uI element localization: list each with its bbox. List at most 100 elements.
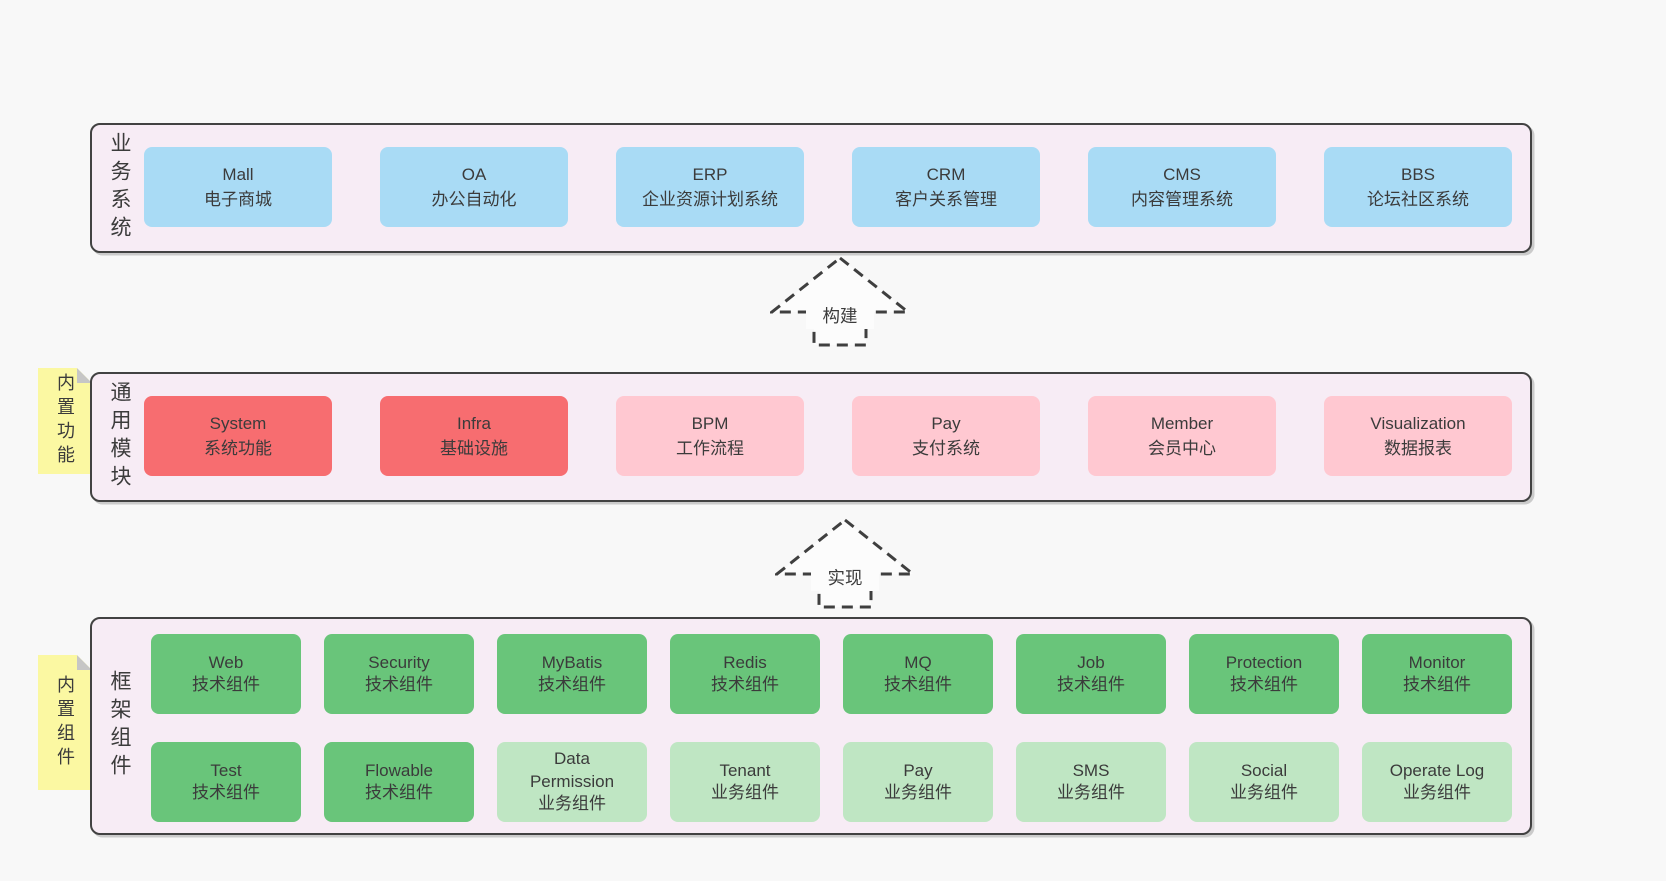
sticky-note-label: 内置功能 <box>55 373 75 469</box>
box-title: SMS <box>1072 760 1110 780</box>
box-title: Protection <box>1225 652 1303 672</box>
box-title: BPM <box>691 413 729 433</box>
box-subtitle: 技术组件 <box>192 675 260 694</box>
box-crm: CRM 客户关系管理 <box>852 147 1040 227</box>
box-protection: Protection 技术组件 <box>1189 634 1339 714</box>
box-subtitle: 技术组件 <box>365 783 433 802</box>
sticky-note-built-in-features: 内置功能 <box>38 368 92 474</box>
sticky-note-label: 内置组件 <box>55 674 75 771</box>
box-pay: Pay 支付系统 <box>852 396 1040 476</box>
box-subtitle: 技术组件 <box>1057 675 1125 694</box>
box-security: Security 技术组件 <box>324 634 474 714</box>
box-title: System <box>209 413 267 433</box>
box-title: Member <box>1150 413 1214 433</box>
box-title: Test <box>210 760 242 780</box>
box-subtitle: 技术组件 <box>711 675 779 694</box>
modules-box-row: System 系统功能 Infra 基础设施 BPM 工作流程 Pay 支付系统… <box>144 396 1512 476</box>
box-mybatis: MyBatis 技术组件 <box>497 634 647 714</box>
box-subtitle: 系统功能 <box>204 439 272 458</box>
layer-common-modules: 通用模块 System 系统功能 Infra 基础设施 BPM 工作流程 Pay… <box>90 372 1532 502</box>
box-subtitle: 技术组件 <box>192 783 260 802</box>
box-title: Social <box>1240 760 1288 780</box>
layer-title: 框架组件 <box>108 670 131 782</box>
layer-framework-components: 框架组件 Web 技术组件 Security 技术组件 MyBatis 技术组件… <box>90 617 1532 835</box>
box-title: CMS <box>1163 164 1201 184</box>
framework-box-row-2: Test 技术组件 Flowable 技术组件 Data Permission … <box>151 742 1512 822</box>
box-title: Job <box>1077 652 1105 672</box>
box-redis: Redis 技术组件 <box>670 634 820 714</box>
box-title: Monitor <box>1408 652 1466 672</box>
box-subtitle: 业务组件 <box>884 783 952 802</box>
box-subtitle: 业务组件 <box>1057 783 1125 802</box>
box-bpm: BPM 工作流程 <box>616 396 804 476</box>
box-flowable: Flowable 技术组件 <box>324 742 474 822</box>
box-title: Flowable <box>364 760 434 780</box>
box-visualization: Visualization 数据报表 <box>1324 396 1512 476</box>
box-social: Social 业务组件 <box>1189 742 1339 822</box>
box-title: Pay <box>931 413 961 433</box>
box-subtitle: 数据报表 <box>1384 439 1452 458</box>
box-subtitle: 业务组件 <box>711 783 779 802</box>
box-title: Pay <box>903 760 933 780</box>
box-title: Visualization <box>1370 413 1466 433</box>
box-operate-log: Operate Log 业务组件 <box>1362 742 1512 822</box>
box-subtitle: 会员中心 <box>1148 439 1216 458</box>
box-subtitle: 电子商城 <box>204 190 272 209</box>
box-job: Job 技术组件 <box>1016 634 1166 714</box>
box-title: Redis <box>723 652 767 672</box>
box-data-permission: Data Permission 业务组件 <box>497 742 647 822</box>
box-tenant: Tenant 业务组件 <box>670 742 820 822</box>
box-subtitle: 客户关系管理 <box>895 190 997 209</box>
box-subtitle: 办公自动化 <box>431 190 517 209</box>
box-mall: Mall 电子商城 <box>144 147 332 227</box>
box-mq: MQ 技术组件 <box>843 634 993 714</box>
box-title: ERP <box>692 164 728 184</box>
up-arrow-implement-icon <box>775 518 915 609</box>
box-title: Data Permission <box>529 749 615 791</box>
box-subtitle: 内容管理系统 <box>1131 190 1233 209</box>
box-title: BBS <box>1400 164 1436 184</box>
arrow-label-implement: 实现 <box>811 564 879 591</box>
layer-business-systems: 业务系统 Mall 电子商城 OA 办公自动化 ERP 企业资源计划系统 CRM… <box>90 123 1532 253</box>
box-title: MyBatis <box>541 652 603 672</box>
box-subtitle: 基础设施 <box>440 439 508 458</box>
layer-title: 业务系统 <box>108 132 131 244</box>
box-subtitle: 技术组件 <box>1403 675 1471 694</box>
box-title: MQ <box>904 652 932 672</box>
box-oa: OA 办公自动化 <box>380 147 568 227</box>
box-subtitle: 技术组件 <box>365 675 433 694</box>
box-subtitle: 技术组件 <box>884 675 952 694</box>
box-test: Test 技术组件 <box>151 742 301 822</box>
box-title: Tenant <box>719 760 771 780</box>
box-subtitle: 企业资源计划系统 <box>642 190 778 209</box>
box-monitor: Monitor 技术组件 <box>1362 634 1512 714</box>
box-pay-business: Pay 业务组件 <box>843 742 993 822</box>
business-box-row: Mall 电子商城 OA 办公自动化 ERP 企业资源计划系统 CRM 客户关系… <box>144 147 1512 227</box>
arrow-label-build: 构建 <box>806 302 874 329</box>
box-cms: CMS 内容管理系统 <box>1088 147 1276 227</box>
box-title: Web <box>208 652 244 672</box>
up-arrow-build-icon <box>770 256 910 347</box>
box-title: Mall <box>222 164 254 184</box>
box-title: OA <box>461 164 487 184</box>
box-subtitle: 支付系统 <box>912 439 980 458</box>
box-title: Operate Log <box>1389 760 1485 780</box>
layer-title: 通用模块 <box>108 381 131 493</box>
framework-box-row-1: Web 技术组件 Security 技术组件 MyBatis 技术组件 Redi… <box>151 634 1512 714</box>
box-sms: SMS 业务组件 <box>1016 742 1166 822</box>
box-web: Web 技术组件 <box>151 634 301 714</box>
box-title: Infra <box>456 413 492 433</box>
box-title: CRM <box>926 164 966 184</box>
box-subtitle: 业务组件 <box>1403 783 1471 802</box>
box-subtitle: 技术组件 <box>538 675 606 694</box>
box-subtitle: 业务组件 <box>538 794 606 814</box>
box-title: Security <box>368 652 430 672</box>
box-member: Member 会员中心 <box>1088 396 1276 476</box>
sticky-note-built-in-components: 内置组件 <box>38 655 92 790</box>
box-bbs: BBS 论坛社区系统 <box>1324 147 1512 227</box>
box-subtitle: 技术组件 <box>1230 675 1298 694</box>
box-subtitle: 论坛社区系统 <box>1367 190 1469 209</box>
box-infra: Infra 基础设施 <box>380 396 568 476</box>
box-system: System 系统功能 <box>144 396 332 476</box>
